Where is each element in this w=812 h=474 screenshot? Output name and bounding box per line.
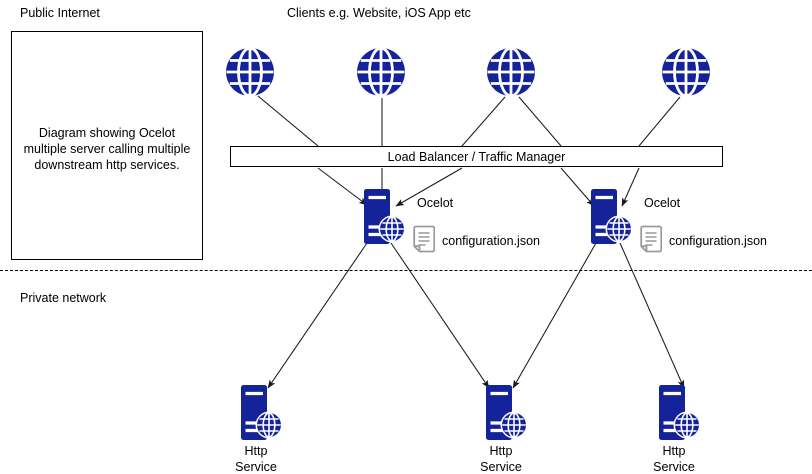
http-service-caption-3-line2: Service	[653, 459, 695, 474]
edge-ocelot1-to-service2	[390, 242, 490, 389]
edge-client3b-to-lb	[518, 96, 562, 147]
clients-zone-label: Clients e.g. Website, iOS App etc	[287, 6, 471, 20]
client-globe-icon-2[interactable]	[355, 46, 407, 98]
client-globe-icon-3[interactable]	[485, 46, 537, 98]
http-service-caption-3-line1: Http	[662, 444, 686, 458]
configuration-json-label-1: configuration.json	[442, 234, 540, 248]
http-service-icon-1[interactable]	[239, 384, 285, 442]
ocelot-label-2: Ocelot	[644, 196, 681, 210]
ocelot-server-icon-1[interactable]	[362, 188, 408, 246]
client-globe-icon-1[interactable]	[224, 46, 276, 98]
edge-ocelot2-to-service2	[512, 242, 597, 389]
edge-ocelot2-to-service3	[619, 242, 685, 389]
load-balancer-bar[interactable]: Load Balancer / Traffic Manager	[230, 146, 723, 167]
http-service-caption-2: Http Service	[456, 444, 546, 474]
legend-box: Diagram showing Ocelot multiple server c…	[11, 31, 203, 260]
http-service-caption-1-line1: Http	[244, 444, 268, 458]
edge-client4-to-lb	[638, 96, 681, 147]
http-service-caption-2-line2: Service	[480, 459, 522, 474]
http-service-caption-2-line1: Http	[489, 444, 513, 458]
configuration-json-label-2: configuration.json	[669, 234, 767, 248]
client-globe-icon-4[interactable]	[660, 46, 712, 98]
private-network-zone-label: Private network	[20, 291, 107, 305]
ocelot-label-1: Ocelot	[417, 196, 454, 210]
load-balancer-label: Load Balancer / Traffic Manager	[387, 149, 566, 164]
legend-description-text: Diagram showing Ocelot multiple server c…	[23, 125, 191, 172]
configuration-document-icon-2[interactable]	[640, 225, 662, 253]
edge-lb-to-ocelot1-left	[317, 167, 368, 206]
edge-ocelot1-to-service1	[267, 242, 368, 389]
http-service-icon-2[interactable]	[484, 384, 530, 442]
public-internet-zone-label: Public Internet	[20, 6, 100, 20]
http-service-icon-3[interactable]	[657, 384, 703, 442]
http-service-caption-1: Http Service	[211, 444, 301, 474]
edge-client3-to-lb	[461, 96, 506, 147]
edge-client1-to-lb	[257, 95, 319, 147]
http-service-caption-3: Http Service	[629, 444, 719, 474]
configuration-document-icon-1[interactable]	[413, 225, 435, 253]
network-boundary-divider	[0, 270, 812, 271]
http-service-caption-1-line2: Service	[235, 459, 277, 474]
ocelot-server-icon-2[interactable]	[589, 188, 635, 246]
